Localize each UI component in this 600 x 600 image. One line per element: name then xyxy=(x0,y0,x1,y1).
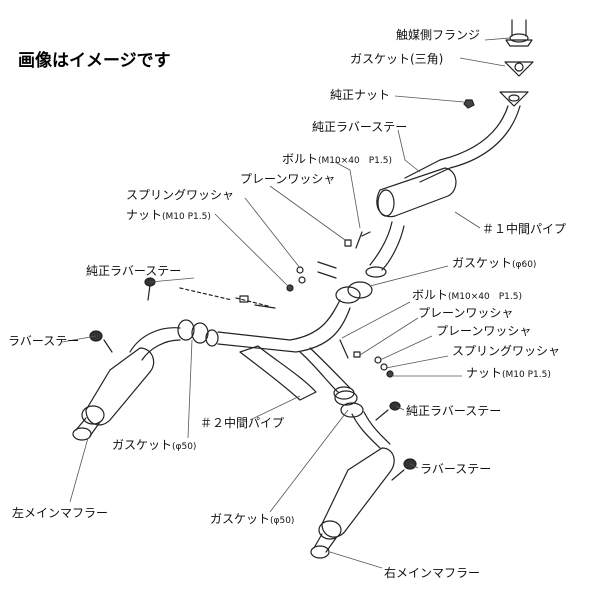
right-stock-hanger xyxy=(375,401,401,421)
label-plain-washer-right-2: プレーンワッシャ xyxy=(436,324,532,338)
label-bolt-top: ボルト(M10×40 P1.5) xyxy=(282,152,392,166)
label-right-main-muffler: 右メインマフラー xyxy=(384,566,481,580)
label-mid-pipe-1: ＃１中間パイプ xyxy=(482,222,567,236)
label-rubber-stay-left: ラバーステー xyxy=(8,334,80,348)
label-stock-rubber-stay-top: 純正ラバーステー xyxy=(312,120,408,134)
catalyst-flange-part xyxy=(505,19,533,47)
gasket-phi50-left-part xyxy=(177,319,209,344)
label-stock-rubber-stay-left: 純正ラバーステー xyxy=(86,264,182,278)
label-plain-washer-top: プレーンワッシャ xyxy=(240,172,336,186)
gasket-phi50-right-part xyxy=(334,390,364,418)
label-stock-nut-top: 純正ナット xyxy=(330,88,391,102)
label-nut-right: ナット(M10 P1.5) xyxy=(466,366,551,380)
mid-pipe-1-part xyxy=(365,105,521,278)
label-plain-washer-right-1: プレーンワッシャ xyxy=(418,306,514,320)
fastener-set-right xyxy=(339,339,394,378)
label-stock-rubber-stay-right: 純正ラバーステー xyxy=(406,404,502,418)
left-main-muffler-part xyxy=(72,327,181,441)
label-gasket-phi60: ガスケット(φ60) xyxy=(452,256,537,270)
label-mid-pipe-2: ＃２中間パイプ xyxy=(200,416,285,430)
triangle-gasket-part xyxy=(504,61,534,77)
gasket-phi60-part xyxy=(335,281,373,304)
label-rubber-stay-right: ラバーステー xyxy=(420,462,492,476)
label-catalyst-flange: 触媒側フランジ xyxy=(396,28,481,42)
label-left-main-muffler: 左メインマフラー xyxy=(12,506,109,520)
label-gasket-phi50-right: ガスケット(φ50) xyxy=(210,512,295,526)
pipe1-flange-part xyxy=(499,91,529,107)
image-disclaimer-title: 画像はイメージです xyxy=(18,51,171,71)
stock-nut-part xyxy=(463,99,475,109)
label-gasket-triangle: ガスケット(三角) xyxy=(350,52,444,66)
label-nut-top: ナット(M10 P1.5) xyxy=(126,208,211,222)
left-stock-hanger xyxy=(144,277,276,309)
label-spring-washer-right: スプリングワッシャ xyxy=(452,344,561,358)
mid-pipe-2-part xyxy=(205,299,355,401)
label-bolt-right: ボルト(M10×40 P1.5) xyxy=(412,288,522,302)
label-spring-washer-top: スプリングワッシャ xyxy=(126,188,235,202)
label-gasket-phi50-left: ガスケット(φ50) xyxy=(112,438,197,452)
right-main-muffler-part xyxy=(310,411,417,559)
